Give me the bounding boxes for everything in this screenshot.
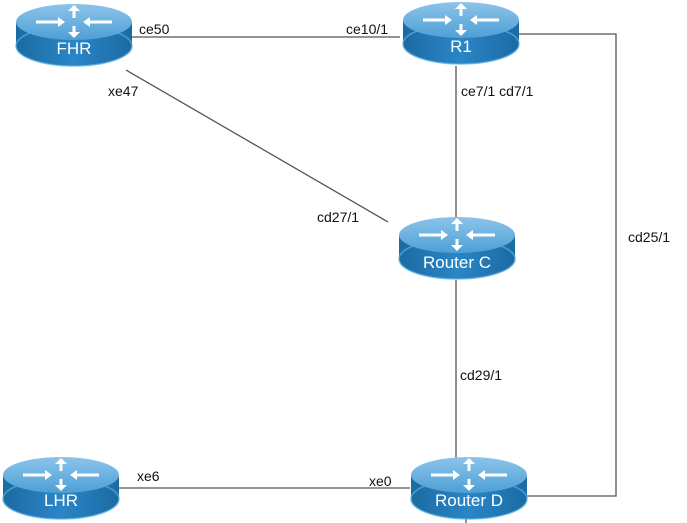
router-fhr[interactable]: FHR [14, 2, 134, 68]
router-label: LHR [44, 491, 78, 510]
port-label-cd29-1: cd29/1 [460, 367, 502, 383]
port-label-ce10-1: ce10/1 [346, 21, 388, 37]
port-label-ce7-cd7: ce7/1 cd7/1 [461, 83, 534, 99]
port-label-ce50: ce50 [139, 21, 170, 37]
router-label: FHR [57, 39, 92, 58]
port-label-xe6: xe6 [137, 468, 160, 484]
port-label-cd25-1: cd25/1 [628, 229, 670, 245]
router-label: Router D [435, 491, 503, 510]
port-label-cd27-1: cd27/1 [317, 209, 359, 225]
port-label-xe47: xe47 [108, 83, 139, 99]
router-routerc[interactable]: Router C [397, 215, 517, 281]
link-fhr-routerc [125, 69, 389, 223]
router-label: Router C [423, 253, 491, 272]
port-label-xe0: xe0 [369, 473, 392, 489]
router-lhr[interactable]: LHR [1, 455, 121, 521]
link-r1-routerd [518, 33, 617, 497]
router-r1[interactable]: R1 [401, 0, 521, 66]
router-label: R1 [450, 37, 472, 56]
router-routerd[interactable]: Router D [409, 455, 529, 521]
